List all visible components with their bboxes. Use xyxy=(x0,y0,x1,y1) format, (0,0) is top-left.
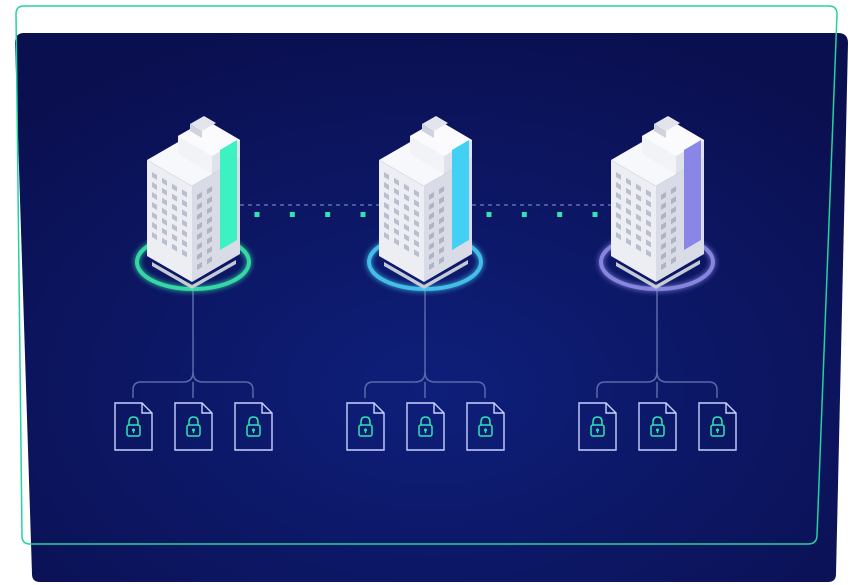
buildings xyxy=(135,116,715,291)
locked-document-icon xyxy=(174,402,213,451)
locked-document-icon xyxy=(406,402,445,451)
link-dot xyxy=(254,212,260,217)
locked-document-icon xyxy=(638,402,677,451)
office-building-icon xyxy=(147,116,240,289)
link-dot xyxy=(557,212,563,217)
locked-document-icon xyxy=(698,402,737,451)
building-middle xyxy=(367,116,483,291)
link-dot xyxy=(360,212,366,217)
link-dot xyxy=(486,212,492,217)
office-building-icon xyxy=(611,116,704,289)
connector-trees xyxy=(132,290,718,398)
locked-document-icon xyxy=(578,402,617,451)
link-dot xyxy=(521,212,527,217)
documents xyxy=(114,402,737,451)
link-dots xyxy=(254,212,598,217)
building-right xyxy=(599,116,715,291)
outline-frame xyxy=(15,5,838,545)
link-dot xyxy=(325,212,331,217)
locked-document-icon xyxy=(114,402,153,451)
link-dot xyxy=(592,212,598,217)
locked-document-icon xyxy=(346,402,385,451)
connector-tree xyxy=(132,290,254,398)
office-building-icon xyxy=(379,116,472,289)
locked-document-icon xyxy=(234,402,273,451)
connector-tree xyxy=(596,290,718,398)
background-panel xyxy=(15,33,848,582)
connector-tree xyxy=(364,290,486,398)
building-left xyxy=(135,116,251,291)
link-dot xyxy=(289,212,295,217)
locked-document-icon xyxy=(466,402,505,451)
